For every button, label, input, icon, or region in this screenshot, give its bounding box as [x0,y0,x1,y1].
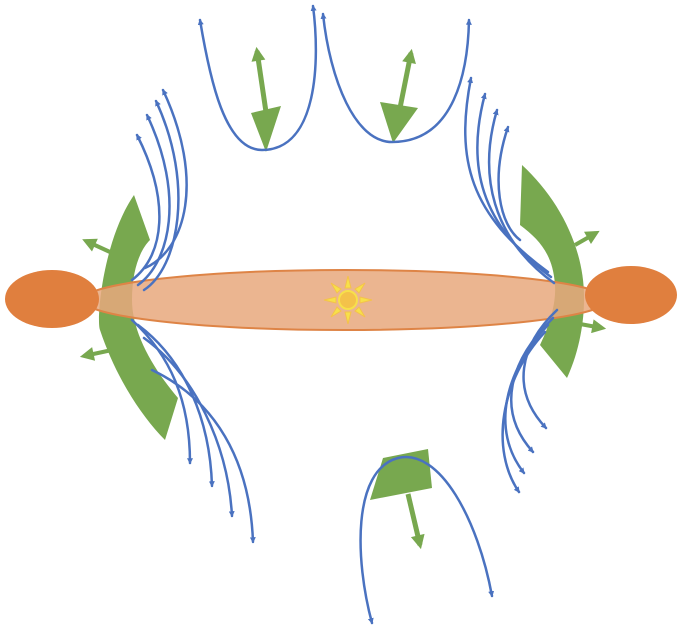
field-line-left-upper-2 [138,115,170,285]
outflow-bottom [370,449,432,545]
left-lobe [5,270,99,328]
field-line-right-upper-1 [465,78,548,272]
outflow-top-left [251,51,281,152]
outflow-top-right [380,53,418,143]
sun-icon [324,276,372,324]
right-lobe [585,266,677,324]
